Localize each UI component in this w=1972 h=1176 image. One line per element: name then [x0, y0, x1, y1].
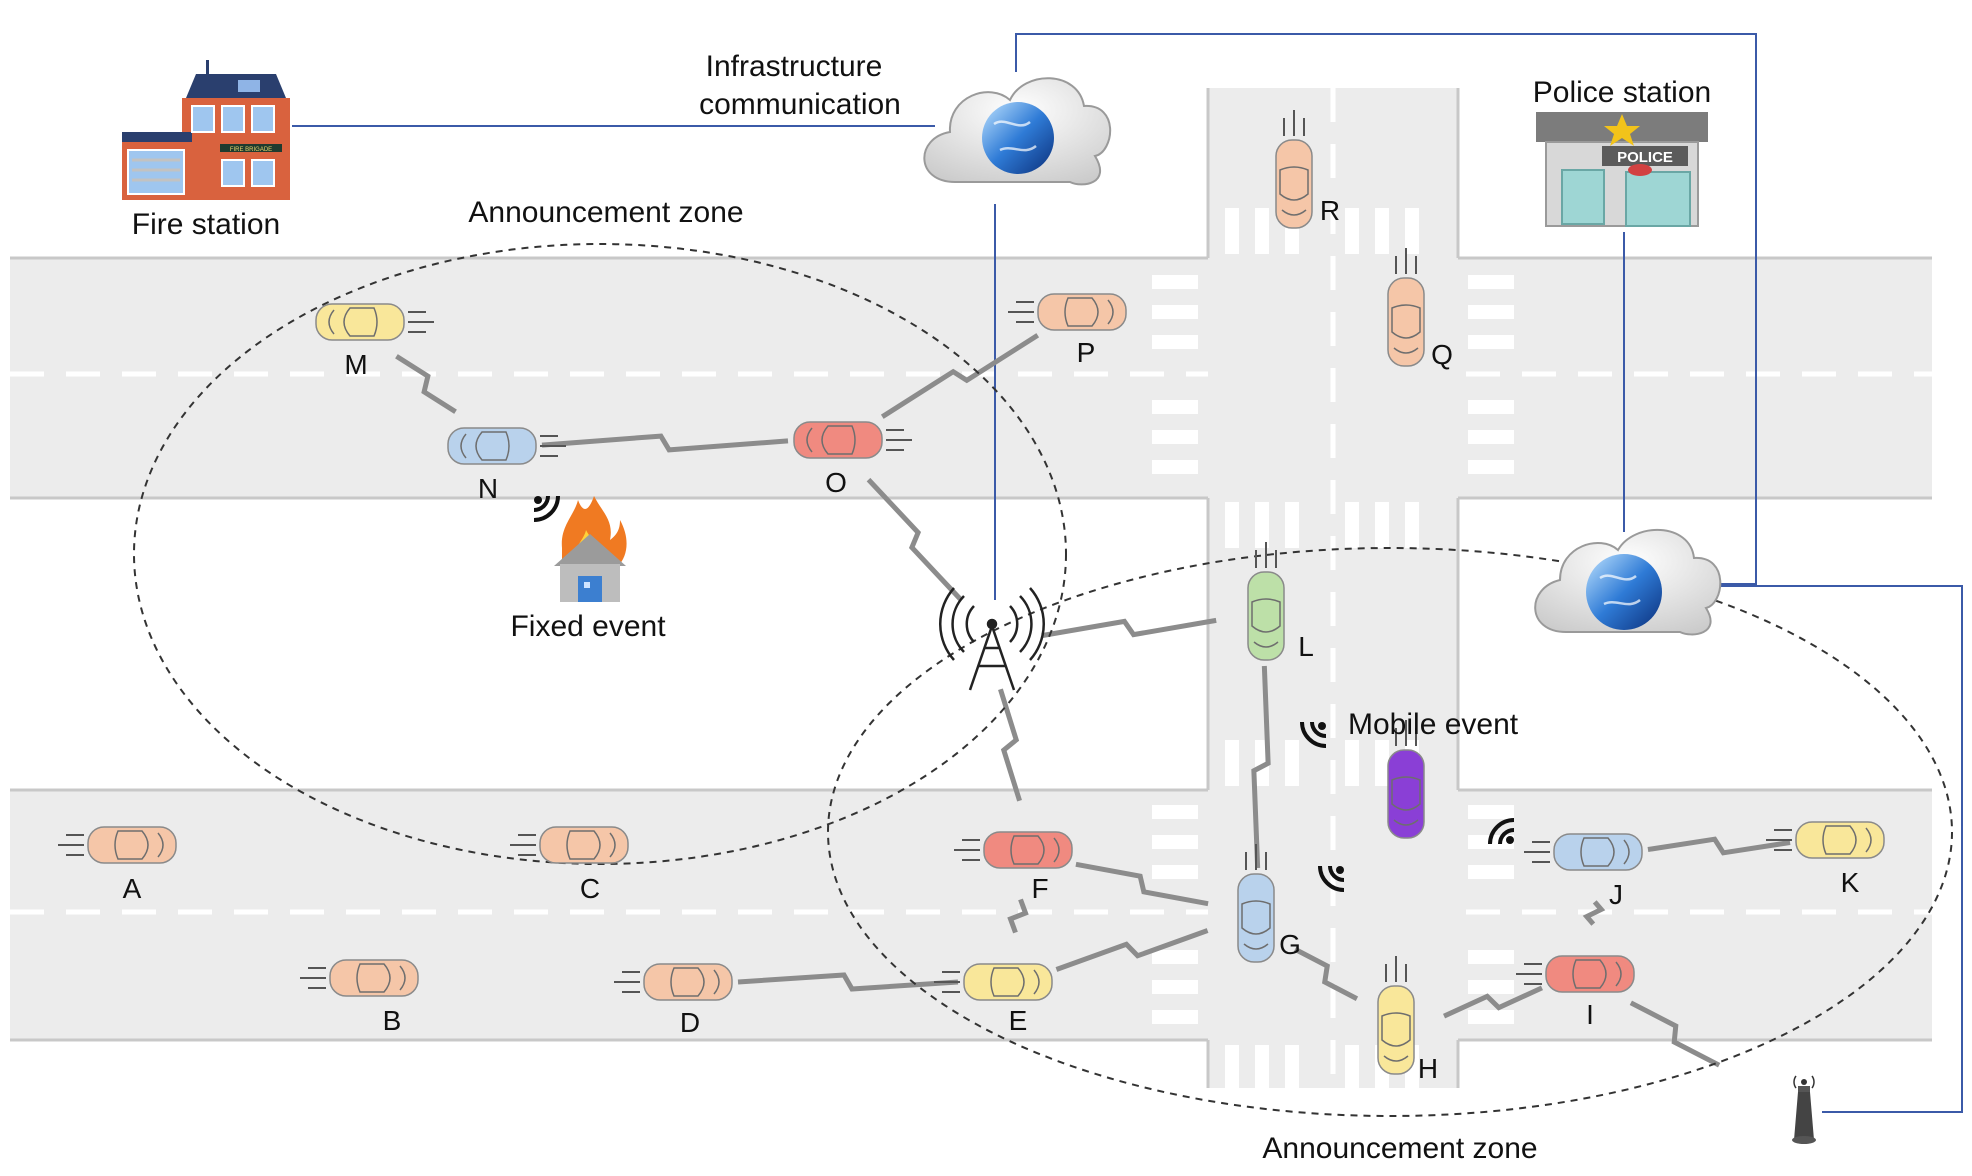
fixed-event-label: Fixed event	[510, 610, 666, 643]
vehicle-label-M: M	[344, 349, 367, 380]
cloud-globe-icon	[923, 77, 1112, 186]
vehicle-label-O: O	[825, 467, 847, 498]
vehicle-N	[447, 427, 566, 465]
cell-tower-icon	[939, 587, 1045, 691]
vehicle-I	[1516, 955, 1635, 993]
wireless-link-E-G	[1055, 928, 1209, 972]
vehicle-A	[58, 826, 177, 864]
wifi-signal-icon	[1488, 818, 1515, 845]
wireless-link-I-roadside-unit	[1629, 1000, 1721, 1068]
vehicle-label-E: E	[1009, 1005, 1028, 1036]
vehicle-Q	[1387, 248, 1425, 367]
vehicle-label-A: A	[123, 873, 142, 904]
vehicle-J	[1524, 833, 1643, 871]
vehicle-B	[300, 959, 419, 997]
wifi-signal-icon	[1300, 721, 1327, 748]
road-bottom	[10, 790, 1932, 1040]
vehicle-label-G: G	[1279, 929, 1301, 960]
vehicle-C	[510, 826, 629, 864]
wireless-link-tower-L	[1041, 617, 1217, 639]
wireless-link-F-G	[1075, 861, 1209, 907]
vehicle-O	[793, 421, 912, 459]
wireless-link-tower-F	[998, 688, 1022, 802]
vehicle-L	[1247, 542, 1285, 661]
infrastructure-label-line2: communication	[699, 88, 901, 121]
vehicle-label-H: H	[1418, 1053, 1438, 1084]
vehicle-P	[1008, 293, 1127, 331]
burning-house-icon	[554, 496, 627, 602]
fire-station-sign: FIRE BRIGADE	[230, 147, 272, 153]
vehicle-G	[1237, 844, 1275, 963]
fire-station-label: Fire station	[132, 208, 280, 241]
cloud-globe-icon	[1534, 529, 1722, 636]
vehicle-label-N: N	[478, 473, 498, 504]
roadside-unit-icon	[1792, 1075, 1816, 1144]
vehicle-label-I: I	[1586, 999, 1594, 1030]
infrastructure-label-line1: Infrastructure	[706, 50, 883, 83]
wireless-link-G-L	[1251, 665, 1271, 869]
wireless-link-N-O	[541, 433, 789, 453]
announcement-zones	[133, 243, 1953, 1117]
fire-station-icon: FIRE BRIGADE	[122, 60, 290, 200]
vehicle-M	[315, 303, 434, 341]
wired-links	[292, 33, 1963, 1113]
wireless-link-J-K	[1647, 836, 1791, 856]
announcement-zone-bottom-label: Announcement zone	[1262, 1132, 1537, 1165]
announcement-zone-top-label: Announcement zone	[468, 196, 743, 229]
vehicle-label-C: C	[580, 873, 600, 904]
wireless-link-H-I	[1442, 985, 1544, 1019]
vehicle-mobile-event-car	[1387, 720, 1425, 839]
vehicle-label-L: L	[1298, 631, 1314, 662]
wireless-link-I-J	[1582, 900, 1606, 926]
vehicle-K	[1766, 821, 1885, 859]
vehicle-F	[954, 831, 1073, 869]
vehicle-label-K: K	[1841, 867, 1860, 898]
wifi-signal-icon	[533, 495, 560, 522]
announcement-zone-top	[133, 243, 1067, 865]
wifi-signal-icon	[1318, 865, 1345, 892]
road-network	[10, 88, 1932, 1091]
wireless-link-M-N	[395, 354, 457, 414]
vehicle-D	[614, 963, 733, 1001]
vehicle-E	[934, 963, 1053, 1001]
vehicle-R	[1275, 110, 1313, 229]
mobile-event-label: Mobile event	[1348, 708, 1519, 741]
wireless-link-O-P	[880, 333, 1040, 419]
police-station-label: Police station	[1533, 76, 1711, 109]
vehicles: A B C D E F G H I J K L M N O P Q R	[58, 110, 1885, 1084]
wireless-link-F-E	[1007, 898, 1029, 934]
wireless-link-D-E	[737, 972, 959, 992]
vehicle-label-P: P	[1077, 337, 1096, 368]
vehicle-label-F: F	[1031, 873, 1048, 904]
vehicle-label-D: D	[680, 1007, 700, 1038]
vehicle-label-J: J	[1609, 879, 1623, 910]
wireless-link-O-tower	[866, 477, 964, 603]
announcement-zone-bottom	[827, 547, 1953, 1117]
wireless-links	[395, 333, 1791, 1068]
wireless-link-G-H	[1293, 947, 1359, 1001]
vehicle-H	[1377, 956, 1415, 1075]
vehicle-label-Q: Q	[1431, 339, 1453, 370]
police-station-icon: POLICE	[1536, 112, 1708, 227]
vehicle-label-B: B	[383, 1005, 402, 1036]
vehicle-label-R: R	[1320, 195, 1340, 226]
police-sign: POLICE	[1617, 149, 1673, 166]
